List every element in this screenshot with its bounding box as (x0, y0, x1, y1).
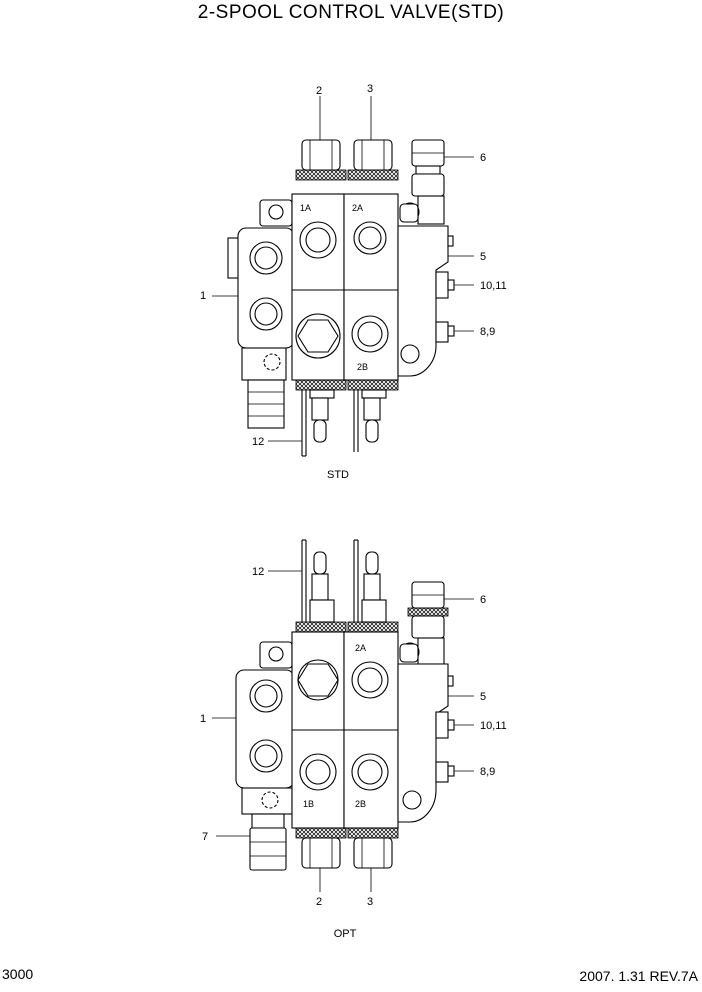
port-label-1a-std: 1A (300, 203, 311, 213)
end-cover-5-opt (397, 642, 455, 823)
callout-12-std: 12 (252, 436, 264, 448)
spool-cap-2-std (295, 139, 347, 181)
port-label-2b-std: 2B (357, 362, 368, 372)
valve-section-2-opt (343, 631, 399, 829)
callout-8-9-opt: 8,9 (480, 766, 495, 778)
leader-lines-opt (212, 570, 474, 892)
port-label-2a-opt: 2A (355, 643, 366, 653)
fitting-6-opt (407, 581, 449, 665)
callout-3-opt: 3 (367, 896, 373, 908)
callout-7-opt: 7 (202, 831, 208, 843)
callout-10-11-opt: 10,11 (480, 720, 507, 732)
valve-section-1-std (291, 193, 345, 381)
valve-section-1-opt (291, 631, 345, 829)
callout-8-9-std: 8,9 (480, 326, 495, 338)
revision-stamp: 2007. 1.31 REV.7A (579, 968, 698, 984)
caption-opt: OPT (334, 928, 357, 940)
callout-1-std: 1 (200, 290, 206, 302)
callout-10-11-std: 10,11 (480, 280, 507, 292)
spool-stems-std (295, 379, 399, 457)
spool-stems-opt (295, 539, 399, 633)
spool-cap-3-std (347, 139, 399, 181)
caption-std: STD (327, 469, 349, 481)
spool-caps-opt (295, 827, 399, 869)
end-cover-5-std (397, 202, 455, 377)
callout-12-opt: 12 (252, 566, 264, 578)
port-label-2b-opt: 2B (355, 799, 366, 809)
port-label-2a-std: 2A (352, 203, 363, 213)
callout-6-std: 6 (480, 152, 486, 164)
inlet-block-1-std (227, 199, 295, 429)
callout-6-opt: 6 (480, 594, 486, 606)
std-view: 2 3 6 5 10,11 8,9 1 12 1A 2A 2B STD (200, 83, 507, 481)
callout-2-std: 2 (316, 85, 322, 97)
callout-5-std: 5 (480, 251, 486, 263)
callout-3-std: 3 (367, 83, 373, 95)
callout-2-opt: 2 (316, 896, 322, 908)
callout-1-opt: 1 (200, 713, 206, 725)
callout-5-opt: 5 (480, 691, 486, 703)
opt-view: 12 6 5 10,11 8,9 1 7 2 3 2A 1B 2B OPT (200, 539, 507, 940)
inlet-block-1-opt (235, 641, 295, 871)
page-number: 3000 (2, 966, 34, 982)
port-label-1b-opt: 1B (303, 799, 314, 809)
leader-lines-std (212, 96, 474, 442)
page-title: 2-SPOOL CONTROL VALVE(STD) (197, 2, 505, 23)
valve-section-2-std (343, 193, 399, 381)
